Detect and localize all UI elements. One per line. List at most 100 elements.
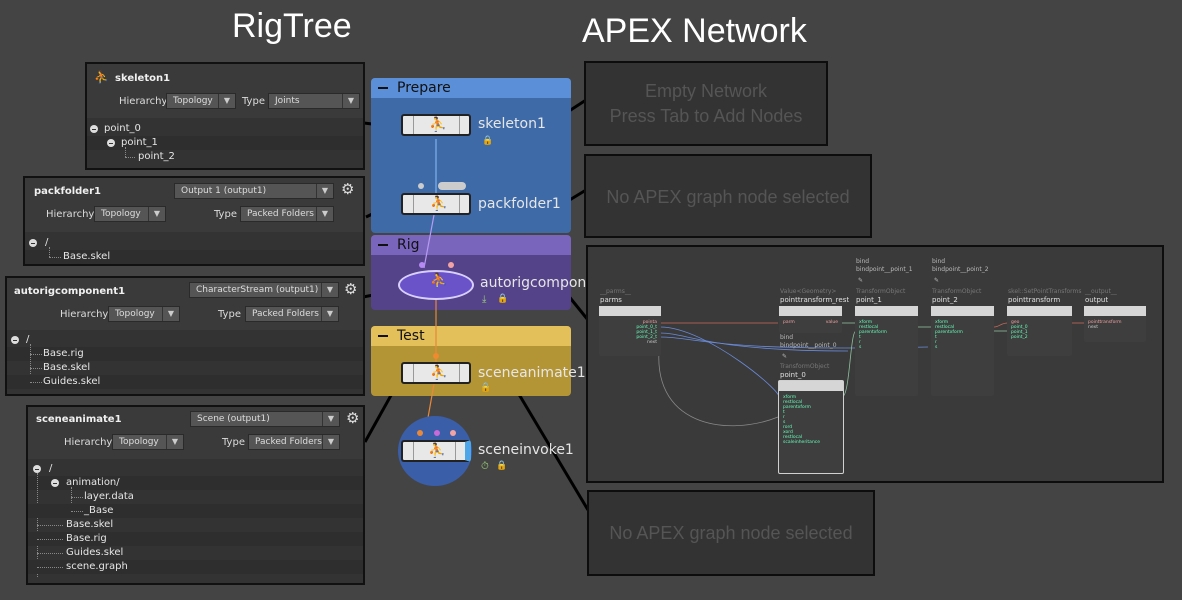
chevron-down-icon: ▼ <box>316 207 333 221</box>
apex-network-no-selection[interactable]: No APEX graph node selected <box>587 490 875 576</box>
node-label: sceneinvoke1 <box>478 442 574 458</box>
input-dot[interactable] <box>448 262 454 268</box>
tree-row[interactable]: scene.graph <box>28 560 363 574</box>
tree-item-label: animation/ <box>66 477 120 488</box>
tree-item-label: / <box>45 237 49 248</box>
gear-icon[interactable]: ⚙ <box>346 409 360 427</box>
timer-icon[interactable]: ⏱ <box>481 461 489 472</box>
node-label: packfolder1 <box>478 196 561 212</box>
network-box-test[interactable]: Test <box>371 326 571 396</box>
graph-node-point-1[interactable]: xform restlocal parentxform t r s <box>855 306 918 396</box>
tree-row[interactable]: _Base <box>28 504 363 518</box>
rigtree-list: / Base.rig Base.skel Guides.skel <box>7 330 363 394</box>
collapse-icon[interactable] <box>51 479 59 487</box>
gear-icon[interactable]: ⚙ <box>344 280 358 298</box>
input-dot[interactable] <box>434 430 440 436</box>
graph-node-pointtransform-rest[interactable]: parm value <box>779 306 842 333</box>
rig-figure-icon: ⛹ <box>430 273 448 289</box>
tree-row[interactable]: point_1 <box>87 136 363 150</box>
port-label: pointtransform <box>1088 320 1122 325</box>
hierarchy-dropdown[interactable]: Topology ▼ <box>166 93 236 109</box>
tree-item-label: layer.data <box>84 491 134 502</box>
collapse-icon[interactable] <box>11 336 19 344</box>
graph-node-point-0[interactable]: xform restlocal parentxform t r s rord x… <box>778 380 844 474</box>
collapse-box-icon[interactable] <box>378 244 388 246</box>
tree-row[interactable]: animation/ <box>28 473 363 577</box>
port-label: restlocal <box>859 325 879 330</box>
output-dropdown[interactable]: Scene (output1) ▼ <box>190 411 340 427</box>
output-dropdown[interactable]: Output 1 (output1) ▼ <box>174 183 334 199</box>
tree-row[interactable]: point_2 <box>87 147 363 164</box>
graph-node-pointtransform[interactable]: geo point_0 point_1 point_2 <box>1007 306 1072 356</box>
rigtree-heading: RigTree <box>232 7 352 45</box>
graph-node-point-2[interactable]: xform restlocal parentxform t r s <box>931 306 994 396</box>
node-autorigcomponent[interactable]: ⛹ <box>398 270 474 300</box>
node-packfolder[interactable]: ⛹ <box>401 193 471 215</box>
tree-row[interactable]: Guides.skel <box>28 546 363 560</box>
node-sceneanimate[interactable]: ⛹ <box>401 362 471 384</box>
port-label: r <box>859 340 861 345</box>
collapse-icon[interactable] <box>33 465 41 473</box>
hierarchy-dropdown[interactable]: Topology ▼ <box>112 434 184 450</box>
port-label: rord <box>783 425 793 430</box>
node-name: point_2 <box>932 296 958 304</box>
collapse-box-icon[interactable] <box>378 335 388 337</box>
hierarchy-label: Hierarchy <box>64 437 113 448</box>
tree-row[interactable]: layer.data <box>28 487 363 511</box>
network-box-header <box>371 78 571 98</box>
input-dot[interactable] <box>450 430 456 436</box>
port-label: next <box>647 340 657 345</box>
network-box-rig[interactable]: Rig <box>371 235 571 310</box>
hierarchy-label: Hierarchy <box>60 309 109 320</box>
node-skeleton[interactable]: ⛹ <box>401 114 471 136</box>
lock-icon[interactable]: 🔒 <box>480 383 492 393</box>
download-icon[interactable]: ⤓ <box>482 294 487 305</box>
node-type-label: TransformObject <box>780 363 830 370</box>
tree-item-label: Guides.skel <box>66 547 124 558</box>
input-dot[interactable] <box>417 430 423 436</box>
tree-row[interactable]: point_0 <box>87 122 363 136</box>
no-selection-text: No APEX graph node selected <box>609 523 853 543</box>
tree-row[interactable]: Base.skel <box>28 518 363 532</box>
apex-graph-view[interactable]: __parms__ parms pointa point_0_t point_1… <box>586 245 1164 483</box>
collapse-icon[interactable] <box>107 139 115 147</box>
gear-icon[interactable]: ⚙ <box>341 180 355 198</box>
lock-icon[interactable]: 🔒 <box>482 136 494 146</box>
dropdown-value: Topology <box>173 96 213 106</box>
tree-row[interactable]: Guides.skel <box>7 375 363 389</box>
type-dropdown[interactable]: Joints ▼ <box>268 93 360 109</box>
lock-icon[interactable]: 🔒 <box>497 294 509 304</box>
type-dropdown[interactable]: Packed Folders ▼ <box>248 434 340 450</box>
node-input-connector[interactable] <box>438 182 466 190</box>
type-dropdown[interactable]: Packed Folders ▼ <box>240 206 334 222</box>
port-label: t <box>935 335 937 340</box>
tree-row[interactable]: / <box>28 462 363 476</box>
type-dropdown[interactable]: Packed Folders ▼ <box>245 306 339 322</box>
tree-row[interactable]: Base.skel <box>25 247 363 264</box>
port-label: parentxform <box>859 330 887 335</box>
chevron-down-icon: ▼ <box>316 184 333 198</box>
output-dropdown[interactable]: CharacterStream (output1) ▼ <box>189 282 339 298</box>
hierarchy-dropdown[interactable]: Topology ▼ <box>94 206 166 222</box>
input-dot[interactable] <box>418 183 424 189</box>
collapse-box-icon[interactable] <box>378 87 388 89</box>
rigtree-panel-skeleton: ⛹ skeleton1 Hierarchy Topology ▼ Type Jo… <box>85 62 365 170</box>
tree-row[interactable]: Base.skel <box>7 361 363 375</box>
collapse-icon[interactable] <box>90 125 98 133</box>
graph-node-parms[interactable]: pointa point_0_t point_1_t point_2_t nex… <box>599 306 661 356</box>
hierarchy-dropdown[interactable]: Topology ▼ <box>108 306 180 322</box>
input-dot[interactable] <box>419 262 425 268</box>
node-sceneinvoke[interactable]: ⛹ <box>401 440 471 462</box>
collapse-icon[interactable] <box>29 239 37 247</box>
apex-network-no-selection[interactable]: No APEX graph node selected <box>584 154 872 238</box>
tree-row[interactable]: Base.rig <box>7 344 363 382</box>
graph-node-output[interactable]: pointtransform next <box>1084 306 1146 342</box>
lock-icon[interactable]: 🔒 <box>496 461 508 471</box>
tree-row[interactable]: / <box>25 236 363 250</box>
apex-network-empty[interactable]: Empty Network Press Tab to Add Nodes <box>584 61 828 146</box>
panel-title: sceneanimate1 <box>36 414 122 425</box>
tree-row[interactable]: Base.rig <box>28 532 363 546</box>
node-tag: bindpoint__point_0 <box>780 342 837 349</box>
tree-row[interactable]: / <box>7 333 363 347</box>
port-label: point_2_t <box>636 335 657 340</box>
